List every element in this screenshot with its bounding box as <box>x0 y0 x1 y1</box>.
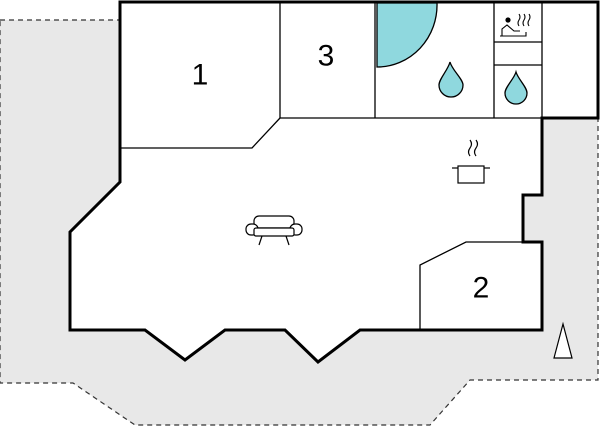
room-2-label: 2 <box>473 272 490 305</box>
water-drop-icon <box>438 61 464 98</box>
pool-icon <box>376 2 438 68</box>
room-1-label: 1 <box>192 59 209 92</box>
interior-walls <box>120 2 543 330</box>
north-arrow-icon <box>553 321 573 359</box>
sauna-icon <box>500 13 531 37</box>
sofa-icon <box>245 215 303 246</box>
water-drop-icon <box>504 69 528 105</box>
kitchen-pot-icon <box>452 139 490 184</box>
room-3-label: 3 <box>318 40 335 73</box>
